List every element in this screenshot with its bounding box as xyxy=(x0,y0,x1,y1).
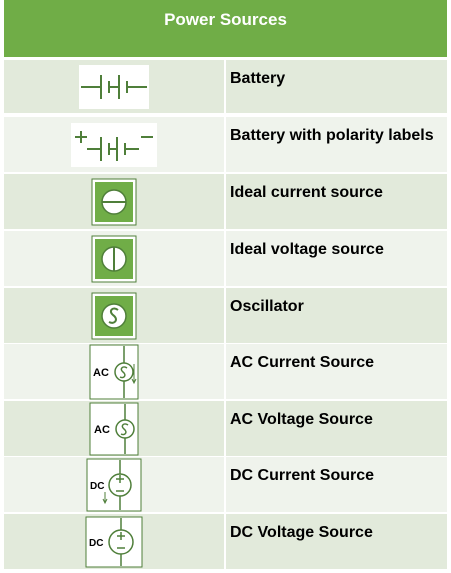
table-row: Battery with polarity labels xyxy=(4,116,447,172)
table-title: Power Sources xyxy=(164,10,287,29)
battery-polarity-icon xyxy=(71,122,157,167)
row-label: Battery xyxy=(230,70,286,87)
row-label: Ideal current source xyxy=(230,184,383,201)
table-row: DC DC Current Source xyxy=(4,456,447,512)
table-row: Ideal current source xyxy=(4,173,447,229)
symbol-label: AC xyxy=(94,424,110,436)
row-label: DC Current Source xyxy=(230,467,375,484)
dc-voltage-source-icon: DC xyxy=(85,516,143,567)
symbol-label: AC xyxy=(93,367,109,379)
row-label: DC Voltage Source xyxy=(230,524,373,541)
symbol-label: DC xyxy=(90,481,104,492)
symbol-label: DC xyxy=(89,538,103,549)
battery-icon xyxy=(79,64,149,109)
table-row: Ideal voltage source xyxy=(4,230,447,286)
table-row: AC AC Current Source xyxy=(4,343,447,399)
table-row: Battery xyxy=(4,57,447,113)
ac-current-source-icon: AC xyxy=(89,344,139,399)
ideal-current-source-icon xyxy=(91,178,137,225)
row-label: Oscillator xyxy=(230,298,304,315)
row-label: AC Current Source xyxy=(230,354,375,371)
table-header: Power Sources xyxy=(4,0,447,57)
row-label: Battery with polarity labels xyxy=(230,127,434,144)
table-row: Oscillator xyxy=(4,287,447,343)
ideal-voltage-source-icon xyxy=(91,235,137,282)
table-row: AC AC Voltage Source xyxy=(4,400,447,456)
oscillator-icon xyxy=(91,292,137,339)
row-label: AC Voltage Source xyxy=(230,411,373,428)
ac-voltage-source-icon: AC xyxy=(89,402,139,455)
table-row: DC DC Voltage Source xyxy=(4,513,447,569)
dc-current-source-icon: DC xyxy=(86,458,142,511)
row-label: Ideal voltage source xyxy=(230,241,384,258)
